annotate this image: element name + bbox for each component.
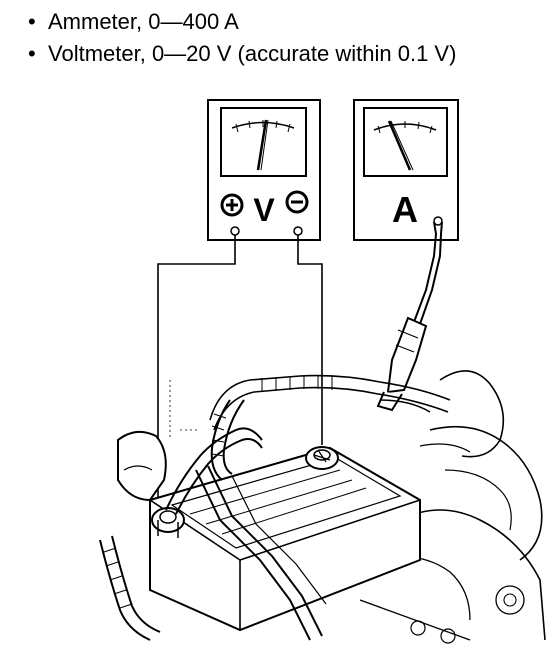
spec-list: • Ammeter, 0—400 A • Voltmeter, 0—20 V (ac… (28, 6, 456, 70)
spec-voltmeter: • Voltmeter, 0—20 V (accurate within 0.1 … (28, 38, 456, 70)
positive-terminal-symbol (220, 193, 244, 217)
engine-bay-illustration (99, 370, 546, 644)
voltmeter-needle (256, 119, 268, 171)
voltmeter (207, 99, 321, 241)
inductive-clamp (386, 316, 428, 394)
spec-ammeter: • Ammeter, 0—400 A (28, 6, 456, 38)
ammeter-dial-window (363, 107, 448, 177)
bullet-icon: • (28, 9, 36, 34)
ammeter (353, 99, 459, 241)
voltmeter-dial-window (220, 107, 307, 177)
positive-lead (157, 235, 236, 520)
negative-lead (297, 235, 323, 445)
voltmeter-body (207, 99, 321, 241)
ammeter-needle (387, 120, 412, 171)
ammeter-label: A (392, 189, 418, 230)
battery (149, 446, 421, 632)
negative-terminal-symbol (285, 190, 309, 214)
spec-ammeter-text: Ammeter, 0—400 A (48, 9, 239, 34)
voltmeter-label: V (253, 192, 275, 228)
spec-voltmeter-text: Voltmeter, 0—20 V (accurate within 0.1 V… (48, 41, 457, 66)
ammeter-clamp-lead (376, 221, 443, 413)
bullet-icon: • (28, 41, 36, 66)
ammeter-post (433, 216, 443, 226)
voltmeter-leads (157, 235, 323, 520)
